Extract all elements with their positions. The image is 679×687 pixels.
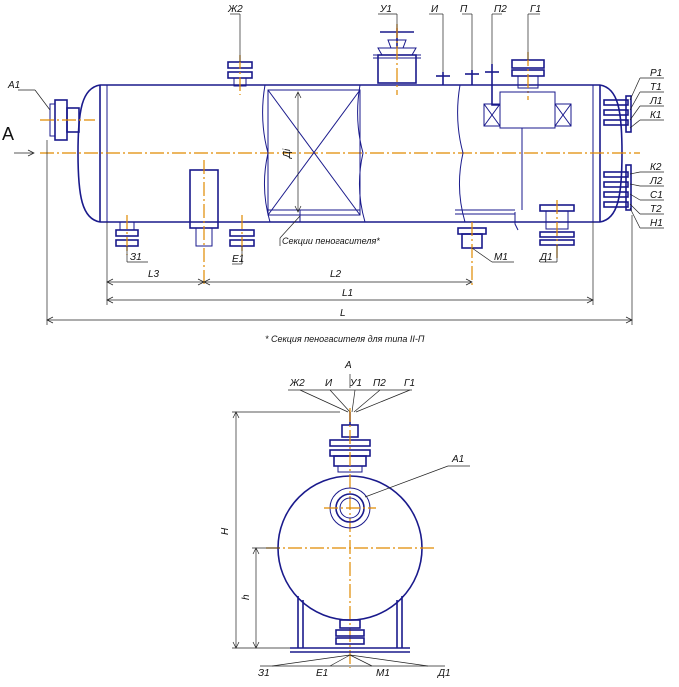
end-label-u1: У1 — [349, 378, 362, 389]
dim-h-total: H — [220, 527, 231, 535]
label-k2: К2 — [650, 162, 662, 173]
dim-l2: L2 — [330, 269, 342, 280]
dim-l1: L1 — [342, 288, 353, 299]
label-a1: А1 — [7, 80, 20, 91]
end-label-m1: М1 — [376, 668, 390, 679]
label-g1: Г1 — [530, 4, 541, 15]
footnote: * Секция пеногасителя для типа II-П — [265, 334, 425, 344]
label-d1: Д1 — [539, 252, 553, 263]
label-z1: З1 — [130, 252, 142, 263]
label-e1: Е1 — [232, 254, 244, 265]
end-label-i: И — [325, 378, 333, 389]
label-r1: Р1 — [650, 68, 662, 79]
label-l2: Л2 — [649, 176, 663, 187]
label-p2: П2 — [494, 4, 507, 15]
section-title: А — [344, 360, 352, 371]
top-view-labels: А1 A Ж2 У1 И П П2 Г1 Р1 Т1 Л1 К1 К2 Л2 С… — [2, 4, 663, 344]
label-foam-section: Секции пеногасителя* — [282, 236, 380, 246]
label-u1: У1 — [379, 4, 392, 15]
dim-l: L — [340, 308, 346, 319]
end-label-d1: Д1 — [437, 668, 451, 679]
label-l1: Л1 — [649, 96, 662, 107]
label-m1: М1 — [494, 252, 508, 263]
vessel-end-view: А Ж2 И У1 П2 Г1 А1 — [220, 360, 470, 679]
label-p: П — [460, 4, 468, 15]
end-label-p2: П2 — [373, 378, 386, 389]
view-direction-label: A — [2, 124, 14, 144]
label-i: И — [431, 4, 439, 15]
end-label-z1: З1 — [258, 668, 270, 679]
leader-lines — [18, 13, 664, 265]
end-label-zh2: Ж2 — [289, 378, 305, 389]
label-zh2: Ж2 — [227, 4, 243, 15]
label-n1: Н1 — [650, 218, 663, 229]
vessel-side-view — [14, 24, 640, 285]
label-di: Дi — [282, 148, 293, 159]
end-label-a1: А1 — [451, 454, 464, 465]
dim-h: h — [241, 594, 252, 600]
end-label-e1: Е1 — [316, 668, 328, 679]
label-s1: С1 — [650, 190, 663, 201]
label-k1: К1 — [650, 110, 661, 121]
dim-l3: L3 — [148, 269, 160, 280]
dimension-lines — [46, 140, 633, 325]
end-label-g1: Г1 — [404, 378, 415, 389]
label-t1: Т1 — [650, 82, 662, 93]
label-t2: Т2 — [650, 204, 662, 215]
